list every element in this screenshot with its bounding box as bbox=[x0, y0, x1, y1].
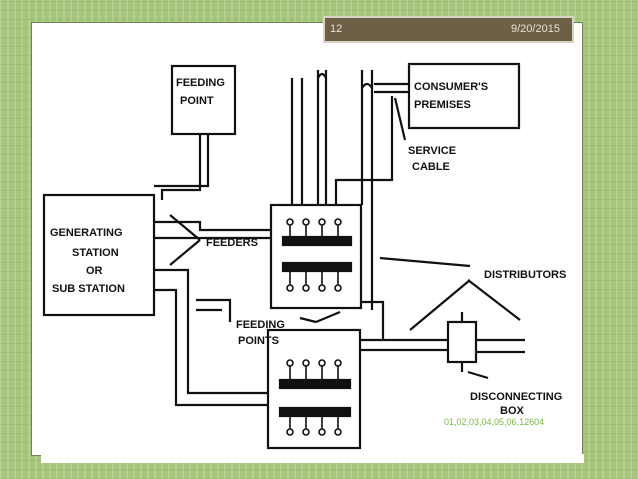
feeder-lower bbox=[154, 268, 268, 407]
disconnecting-arrow bbox=[467, 370, 489, 380]
disconnecting-box bbox=[446, 320, 478, 364]
feeding-point-box bbox=[170, 64, 237, 136]
generating-station-box bbox=[42, 193, 156, 317]
feeding-points-label-2: POINTS bbox=[238, 335, 279, 347]
riser-crossings bbox=[317, 72, 373, 89]
feeding-point-leads bbox=[154, 134, 210, 200]
feeding-points-label-1: FEEDING bbox=[236, 319, 285, 331]
panel-1-fuses bbox=[286, 218, 342, 292]
slide-bottom-strip bbox=[41, 454, 584, 463]
bus-bar-1a bbox=[281, 235, 353, 247]
service-cable-label-2: CABLE bbox=[412, 161, 450, 173]
riser-cables bbox=[290, 70, 374, 310]
feeders-arrows bbox=[169, 214, 201, 266]
distributors-arrows bbox=[379, 256, 521, 331]
student-ids-text: 01,02,03,04,05,06,12604 bbox=[444, 417, 545, 427]
distributor-panel-upper bbox=[269, 203, 363, 310]
generating-station-label-2: STATION bbox=[72, 247, 119, 259]
bus-bar-2a bbox=[278, 378, 352, 390]
service-cable-label-1: SERVICE bbox=[408, 145, 456, 157]
distributor-panel-lower bbox=[266, 328, 362, 450]
generating-station-label-3: OR bbox=[86, 265, 103, 277]
bus-bar-2b bbox=[278, 406, 352, 418]
feeding-point-label-2: POINT bbox=[180, 95, 214, 107]
consumers-premises-label-1: CONSUMER'S bbox=[414, 81, 488, 93]
generating-station-label-4: SUB STATION bbox=[52, 283, 125, 295]
feeder-branch bbox=[196, 298, 232, 322]
consumers-premises-box bbox=[407, 62, 521, 130]
feeding-points-arrows bbox=[299, 310, 341, 324]
service-cable-arrow bbox=[393, 97, 407, 141]
slide-header-bar bbox=[323, 16, 574, 43]
generating-station-label-1: GENERATING bbox=[50, 227, 123, 239]
consumers-premises-label-2: PREMISES bbox=[414, 99, 471, 111]
slide-date: 9/20/2015 bbox=[511, 23, 560, 35]
disconnecting-box-label-2: BOX bbox=[500, 405, 525, 417]
slide-number: 12 bbox=[330, 23, 343, 35]
distributors-label: DISTRIBUTORS bbox=[484, 269, 566, 281]
service-cable bbox=[374, 82, 409, 94]
panel-link bbox=[360, 300, 385, 340]
feeders-label: FEEDERS bbox=[206, 237, 258, 249]
feeding-point-label-1: FEEDING bbox=[176, 77, 225, 89]
bus-bar-1b bbox=[281, 261, 353, 273]
distributor-lines bbox=[360, 338, 525, 354]
panel-2-fuses bbox=[286, 359, 342, 436]
feeder-upper bbox=[154, 220, 271, 240]
service-cable-drop bbox=[334, 96, 394, 205]
disconnecting-box-label-1: DISCONNECTING bbox=[470, 391, 562, 403]
